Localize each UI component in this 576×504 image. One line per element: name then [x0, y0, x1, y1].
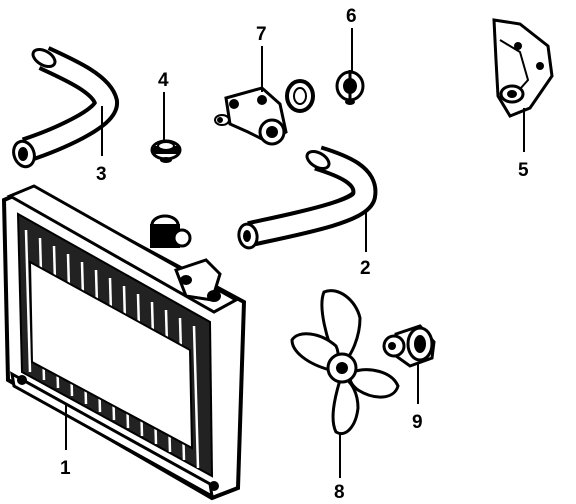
callout-7: 7	[256, 24, 267, 45]
pump-icon	[492, 18, 554, 118]
callout-2: 2	[360, 258, 371, 279]
hose-icon	[237, 145, 378, 250]
gasket-icon	[285, 79, 315, 113]
leader-lines	[65, 28, 525, 478]
callout-9: 9	[412, 412, 423, 433]
callout-3: 3	[96, 164, 107, 185]
callout-5: 5	[518, 160, 529, 181]
thermostat-icon	[335, 70, 365, 105]
hose-icon	[12, 46, 119, 169]
radiator-icon	[1, 184, 247, 501]
housing-icon	[214, 86, 288, 146]
fan-icon	[290, 289, 400, 435]
callout-4: 4	[158, 70, 169, 91]
cap-icon	[150, 139, 182, 163]
callout-8: 8	[334, 482, 345, 503]
callout-labels: 1 2 3 4 5 6 7 8 9	[60, 6, 529, 503]
callout-6: 6	[346, 6, 357, 27]
callout-1: 1	[60, 458, 71, 479]
motor-icon	[382, 324, 436, 368]
